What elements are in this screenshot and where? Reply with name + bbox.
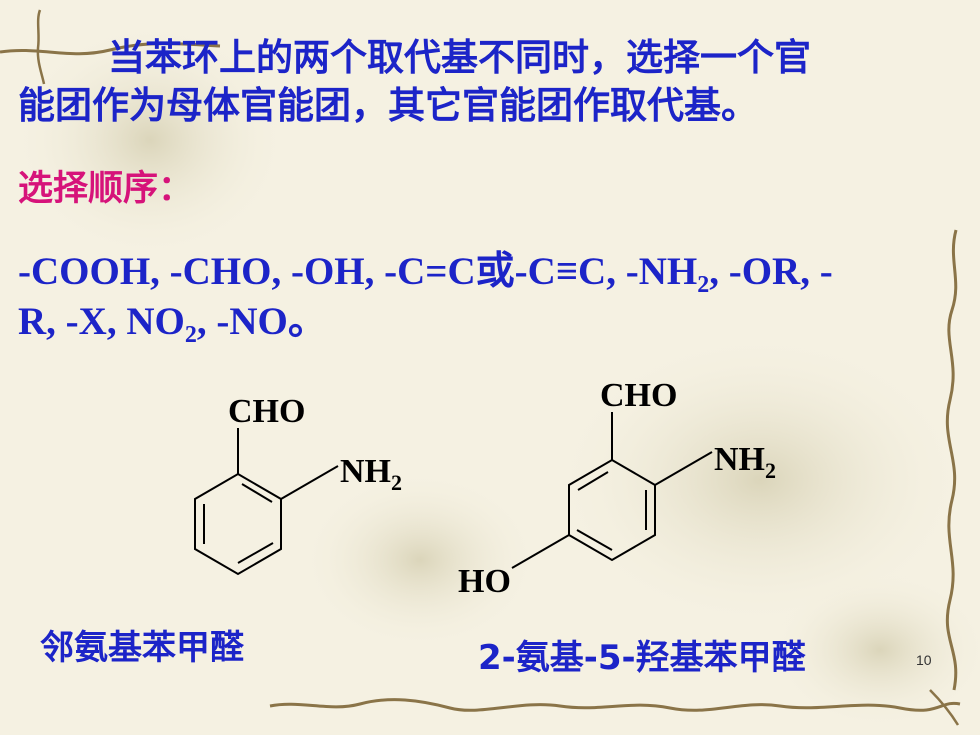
vine-bottom-icon <box>269 698 961 712</box>
double-bond <box>237 542 274 564</box>
priority-list-text: , -OR, - <box>709 250 833 293</box>
vine-stem-icon <box>36 9 46 85</box>
priority-list-text: -COOH, -CHO, -OH, -C=C或-C≡C, -NH <box>18 250 698 293</box>
vine-curl-icon <box>929 689 960 726</box>
subscript: 2 <box>697 272 710 298</box>
priority-list-text: , -NO。 <box>196 300 327 343</box>
molecule-2-structure <box>511 412 713 569</box>
page-number: 10 <box>916 652 932 668</box>
flower-shadow-right <box>550 330 970 630</box>
leaf-shadow-bottomright <box>770 570 980 730</box>
intro-line-1: 当苯环上的两个取代基不同时，选择一个官 <box>108 36 811 79</box>
leaf-shadow-center <box>300 470 540 650</box>
molecule-2-cho-label: CHO <box>600 377 677 414</box>
double-bond <box>577 471 609 491</box>
molecule-1-nh-label: NH2 <box>340 453 402 495</box>
benzene-ring-1 <box>194 472 282 576</box>
priority-list-line-1: -COOH, -CHO, -OH, -C=C或-C≡C, -NH2, -OR, … <box>18 248 833 309</box>
molecule-2-ho-label: HO <box>458 563 511 600</box>
leaf-shadow-topleft <box>10 20 290 260</box>
double-bond <box>241 483 273 503</box>
molecule-2-caption: 2-氨基-5-羟基苯甲醛 <box>478 638 806 678</box>
molecule-1-structure <box>194 428 339 576</box>
priority-list-text: R, -X, NO <box>18 300 185 343</box>
molecule-2-nh-label: NH2 <box>714 441 776 483</box>
priority-list-line-2: R, -X, NO2, -NO。 <box>18 298 327 359</box>
molecule-1-caption: 邻氨基苯甲醛 <box>40 628 244 668</box>
double-bond <box>576 529 613 551</box>
intro-line-2: 能团作为母体官能团，其它官能团作取代基。 <box>18 84 758 127</box>
subscript: 2 <box>184 322 197 348</box>
vine-top-icon <box>0 42 221 56</box>
selection-order-title: 选择顺序： <box>18 169 194 209</box>
bond-to-oh <box>511 534 570 569</box>
benzene-ring-2 <box>568 458 656 562</box>
bond-to-nh2 <box>654 451 713 486</box>
vine-right-icon <box>945 229 958 691</box>
bond-to-nh2 <box>280 465 339 500</box>
molecule-1-cho-label: CHO <box>228 393 305 430</box>
